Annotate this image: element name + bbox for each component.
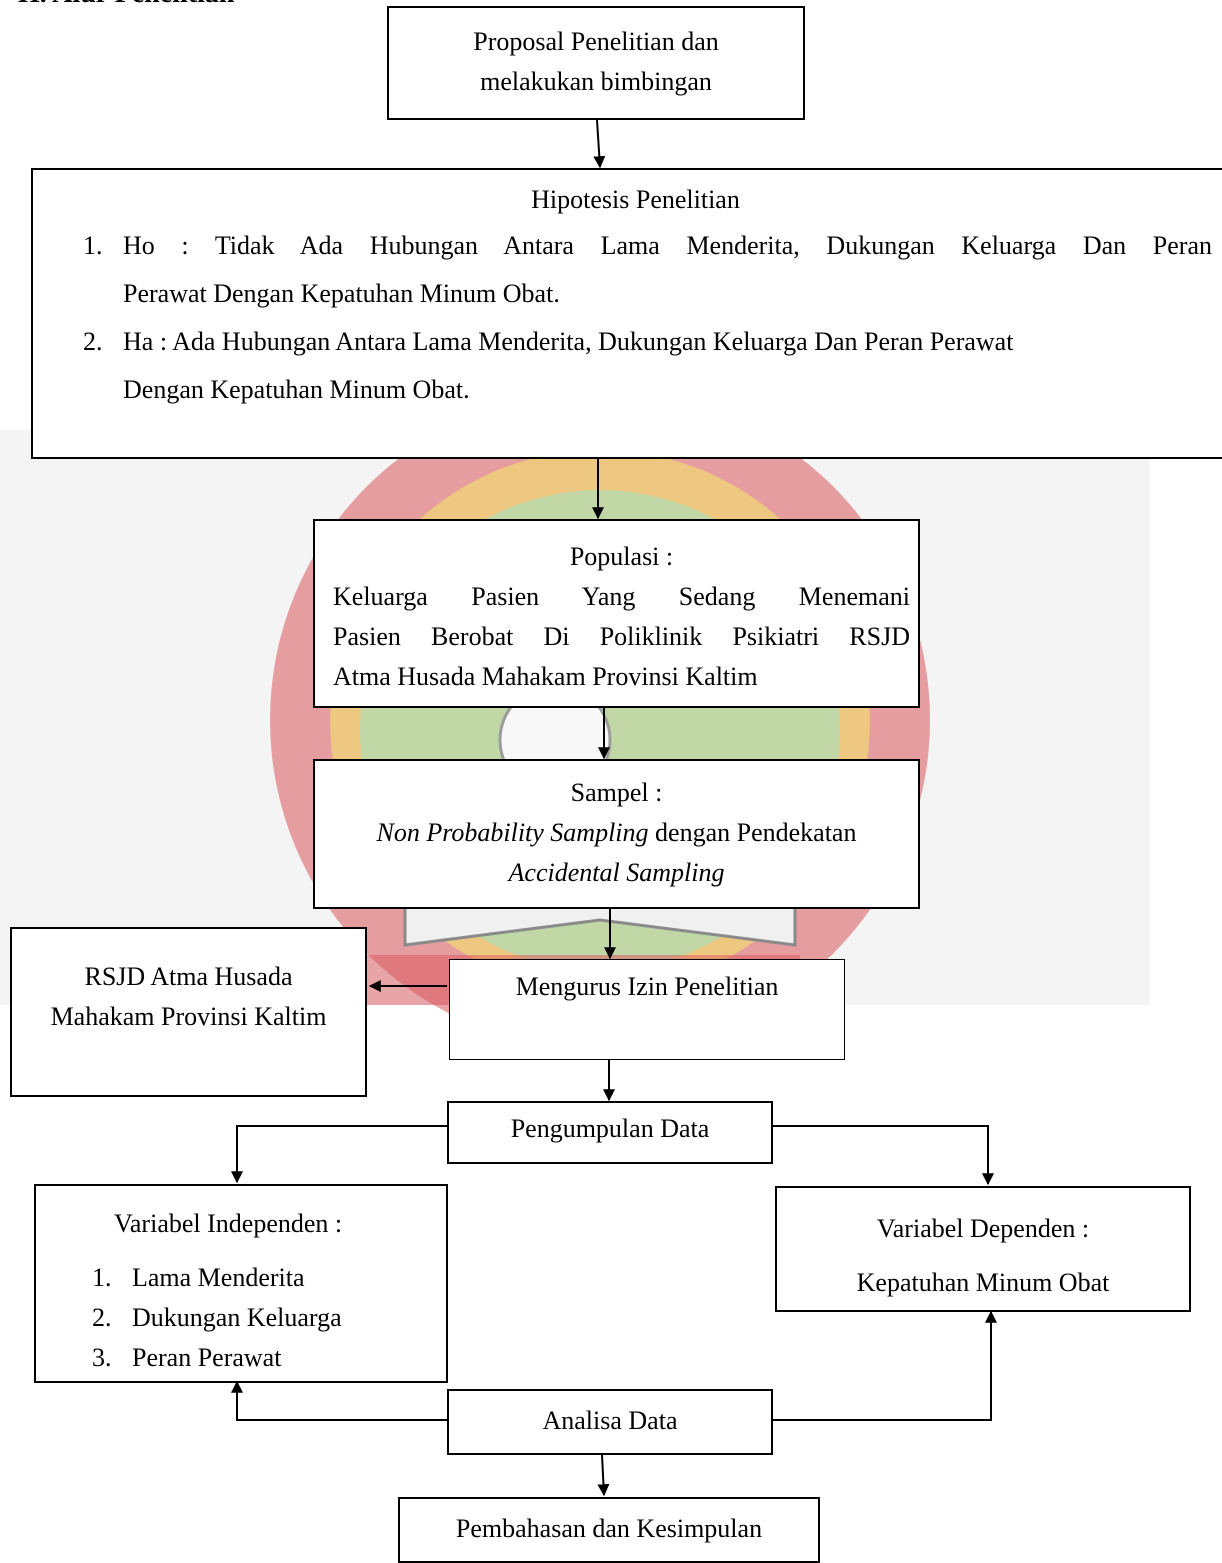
hipotesis-item-2: 2. Ha : Ada Hubungan Antara Lama Menderi… [83, 318, 1212, 414]
analisa-text: Analisa Data [542, 1406, 678, 1435]
dependen-box: Variabel Dependen : Kepatuhan Minum Obat [775, 1186, 1191, 1312]
hipotesis-item-1-num: 1. [83, 231, 103, 260]
rsjd-line2: Mahakam Provinsi Kaltim [50, 1002, 327, 1031]
pengumpulan-text: Pengumpulan Data [510, 1114, 710, 1143]
sampel-line1: Non Probability Sampling dengan Pendekat… [315, 813, 918, 853]
rsjd-line1: RSJD Atma Husada [84, 962, 293, 991]
independen-item-3: 3. Peran Perawat [92, 1343, 282, 1372]
populasi-line1: Keluarga Pasien Yang Sedang Menemani [333, 582, 910, 611]
rsjd-box: RSJD Atma Husada Mahakam Provinsi Kaltim [10, 927, 367, 1097]
izin-text: Mengurus Izin Penelitian [515, 972, 779, 1001]
hipotesis-box: Hipotesis Penelitian 1. Ho : Tidak Ada H… [31, 168, 1222, 459]
dependen-item: Kepatuhan Minum Obat [856, 1268, 1110, 1297]
populasi-title: Populasi : [569, 542, 674, 571]
hipotesis-item-1: 1. Ho : Tidak Ada Hubungan Antara Lama M… [83, 222, 1212, 318]
independen-item-1: 1. Lama Menderita [92, 1263, 305, 1292]
independen-item-2: 2. Dukungan Keluarga [92, 1303, 342, 1332]
proposal-box: Proposal Penelitian dan melakukan bimbin… [387, 6, 805, 120]
sampel-line2-italic: Accidental Sampling [508, 858, 725, 887]
populasi-line2: Pasien Berobat Di Poliklinik Psikiatri R… [333, 622, 910, 651]
analisa-box: Analisa Data [447, 1389, 773, 1455]
proposal-line1: Proposal Penelitian dan [473, 27, 719, 56]
section-heading: H. Alur Penelitian [18, 0, 235, 10]
populasi-line3: Atma Husada Mahakam Provinsi Kaltim [333, 662, 758, 691]
independen-box: Variabel Independen : 1. Lama Menderita … [34, 1184, 448, 1383]
pembahasan-text: Pembahasan dan Kesimpulan [455, 1514, 763, 1543]
dependen-title: Variabel Dependen : [876, 1214, 1090, 1243]
sampel-box: Sampel : Non Probability Sampling dengan… [313, 759, 920, 909]
pembahasan-box: Pembahasan dan Kesimpulan [398, 1497, 820, 1563]
pengumpulan-box: Pengumpulan Data [447, 1101, 773, 1164]
sampel-title: Sampel : [570, 778, 663, 807]
hipotesis-item-2-num: 2. [83, 327, 103, 356]
sampel-line1-italic: Non Probability Sampling [376, 818, 649, 847]
hipotesis-item-2-line1: Ha : Ada Hubungan Antara Lama Menderita,… [123, 327, 1014, 356]
hipotesis-list: 1. Ho : Tidak Ada Hubungan Antara Lama M… [83, 222, 1212, 414]
proposal-line2: melakukan bimbingan [480, 67, 712, 96]
sampel-line1-rest: dengan Pendekatan [648, 818, 857, 847]
izin-box: Mengurus Izin Penelitian [449, 959, 845, 1060]
independen-title: Variabel Independen : [114, 1209, 343, 1238]
hipotesis-title: Hipotesis Penelitian [531, 185, 740, 214]
populasi-box: Populasi : Keluarga Pasien Yang Sedang M… [313, 519, 920, 708]
hipotesis-item-2-line2: Dengan Kepatuhan Minum Obat. [123, 375, 470, 404]
hipotesis-item-1-line1: Ho : Tidak Ada Hubungan Antara Lama Mend… [123, 231, 1212, 260]
hipotesis-item-1-line2: Perawat Dengan Kepatuhan Minum Obat. [123, 279, 560, 308]
